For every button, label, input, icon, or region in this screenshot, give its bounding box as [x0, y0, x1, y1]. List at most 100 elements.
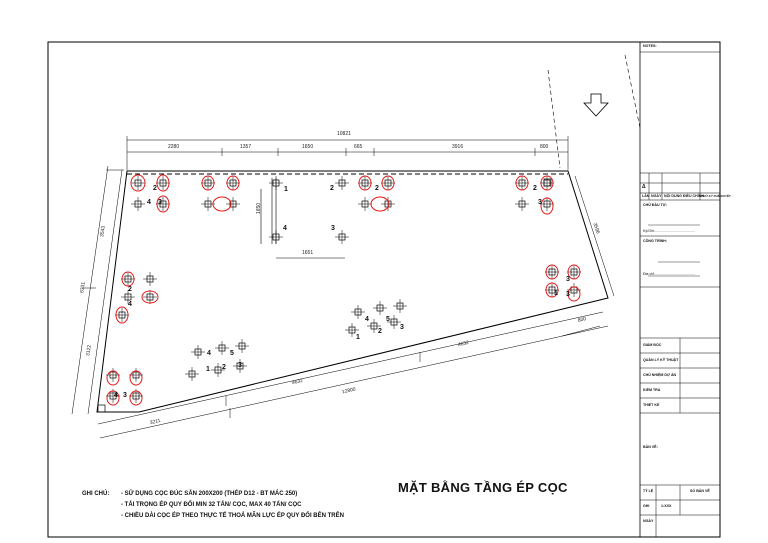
pile-symbol — [185, 367, 199, 381]
pile-symbol — [358, 197, 372, 211]
pile-symbol — [567, 265, 581, 279]
pile-number: 5 — [230, 350, 234, 357]
dimension-top-segment: 3916 — [452, 144, 464, 150]
red-markup-circle — [141, 290, 159, 304]
pile-symbol — [191, 345, 205, 359]
red-markup-circle — [567, 264, 581, 280]
date-label: NGÀY — [643, 519, 654, 523]
project-sign-line: Địa chỉ:................................… — [643, 272, 695, 276]
red-markup-circle — [381, 175, 395, 191]
pile-symbol — [540, 176, 554, 190]
pile-symbol — [540, 197, 554, 211]
dimension-top-total: 10821 — [337, 131, 351, 137]
pile-symbol — [131, 176, 145, 190]
red-markup-circle — [156, 195, 170, 213]
pile-symbol — [215, 341, 229, 355]
pile-number: 3 — [123, 392, 127, 399]
pile-symbol — [106, 368, 120, 382]
dimension-top-segment: 2280 — [168, 144, 180, 150]
red-markup-circle — [545, 282, 559, 298]
notes-label: GHI CHÚ: — [82, 491, 110, 497]
role-label: THIẾT KẾ — [643, 403, 660, 407]
pile-symbol — [335, 230, 349, 244]
role-label: GIÁM ĐỐC — [643, 343, 662, 347]
role-label: KIỂM TRA — [643, 388, 661, 392]
pile-number: 3 — [566, 291, 570, 298]
note-line: - SỬ DỤNG CỌC ĐÚC SẴN 200X200 (THÉP D12 … — [121, 491, 298, 497]
site-outline — [96, 170, 609, 413]
red-markup-circle — [567, 286, 581, 302]
title-block-notes-header: NOTES: — [643, 44, 657, 48]
red-markup-circle — [226, 175, 240, 191]
pile-number: 1 — [206, 366, 210, 373]
dashed-boundary-line — [624, 54, 641, 129]
dimension-top-segment: 1357 — [240, 144, 252, 150]
scale-row-label: GHI — [643, 504, 650, 508]
revision-header: NỘI DUNG ĐIỀU CHỈNH — [664, 194, 704, 198]
pile-number: 3 — [400, 324, 404, 331]
pile-number: 3 — [331, 225, 335, 232]
pile-number: 4 — [147, 199, 151, 206]
red-markup-circle — [540, 175, 554, 191]
pile-number: 2 — [153, 185, 157, 192]
pile-symbol — [129, 368, 143, 382]
top-dimension-lines — [126, 136, 569, 170]
pile-symbol — [387, 315, 401, 329]
pile-number: 2 — [378, 328, 382, 335]
pile-number: 5 — [386, 316, 390, 323]
project-label: CÔNG TRÌNH: — [643, 239, 667, 243]
right-dimension-line — [561, 325, 601, 337]
right-dimension-line — [574, 175, 615, 297]
pile-symbol — [515, 197, 529, 211]
pile-symbol — [381, 197, 395, 211]
pile-number: 4 — [207, 350, 211, 357]
pile-symbol — [233, 359, 247, 373]
red-markup-circle — [106, 370, 120, 386]
dashed-boundary-line — [547, 69, 561, 169]
red-markup-circle — [540, 197, 554, 215]
pile-number: 2 — [222, 364, 226, 371]
pile-number: 2 — [375, 185, 379, 192]
red-markup-circle — [545, 264, 559, 280]
pile-symbol — [373, 301, 387, 315]
role-label: QUẢN LÝ KỸ THUẬT — [643, 358, 679, 362]
note-line: - TẢI TRỌNG ÉP QUY ĐỔI MIN 32 TẤN/ CỌC, … — [121, 502, 302, 508]
corner-marker — [97, 404, 106, 413]
drawing-frame — [47, 41, 721, 538]
pile-symbol — [545, 283, 559, 297]
pile-symbol — [269, 230, 283, 244]
red-markup-circle — [515, 175, 529, 191]
red-markup-circle — [156, 174, 170, 192]
dimension-center-height: 1650 — [256, 202, 263, 215]
pile-symbol — [201, 176, 215, 190]
pile-number: 2 — [533, 185, 537, 192]
red-markup-circle — [121, 271, 135, 287]
red-markup-circle — [212, 196, 232, 212]
dimension-center-width: 1651 — [302, 250, 314, 256]
revision-header: LẦN — [642, 194, 650, 198]
pile-symbol — [115, 308, 129, 322]
owner-sign-line: Ký/Ghi:.................................… — [643, 229, 695, 233]
pile-number: 3 — [538, 199, 542, 206]
pile-symbol — [143, 272, 157, 286]
sheet-no-label: SỐ BẢN VẼ — [690, 489, 710, 493]
pile-symbol — [143, 290, 157, 304]
pile-symbol — [156, 176, 170, 190]
scale-value: 1:XXX — [661, 504, 672, 508]
pile-symbol — [201, 197, 215, 211]
pile-symbol — [515, 176, 529, 190]
red-markup-circle — [130, 174, 146, 192]
pile-symbol — [226, 176, 240, 190]
role-label: CHỦ NHIỆM DỰ ÁN — [643, 373, 677, 377]
pile-number: 1 — [284, 186, 288, 193]
red-markup-circle — [370, 196, 390, 212]
pile-symbol — [269, 176, 283, 190]
bottom-dimension-lines — [97, 311, 609, 439]
pile-symbol — [381, 176, 395, 190]
pile-number: 4 — [114, 392, 118, 399]
pile-symbol — [131, 197, 145, 211]
pile-number: 4 — [365, 316, 369, 323]
direction-arrow — [583, 93, 609, 117]
red-markups — [106, 174, 581, 406]
